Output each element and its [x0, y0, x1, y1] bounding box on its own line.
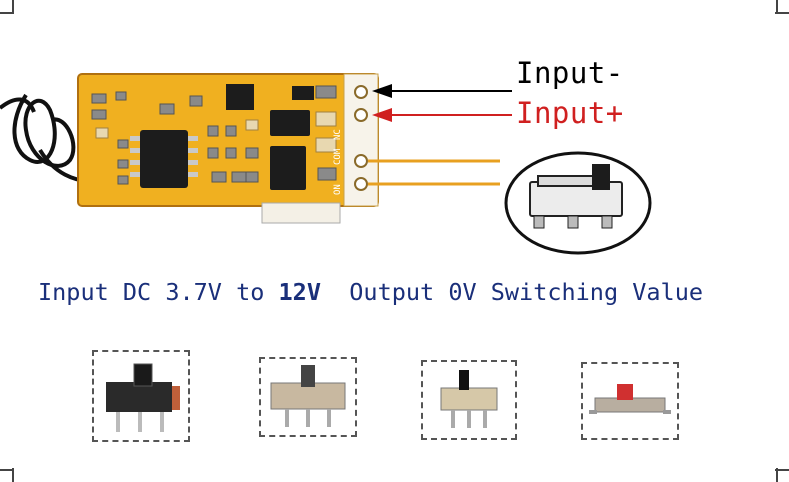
smd-components — [91, 85, 337, 185]
crop-mark-bottom-left-v — [12, 468, 14, 482]
ic-pins — [130, 136, 198, 177]
terminal-on — [354, 177, 368, 191]
switch-example-2 — [259, 357, 357, 437]
caption-input-range: Input DC 3.7V to — [38, 278, 279, 306]
arrow-input-minus — [372, 84, 512, 98]
pcb-tab — [261, 202, 341, 224]
silk-com: COM — [333, 148, 343, 165]
crop-mark-bottom-left-h — [0, 469, 14, 471]
crop-mark-top-left-h — [0, 12, 14, 14]
slide-switch-metal-icon — [270, 365, 346, 427]
ic-chip-8pin — [140, 130, 188, 188]
terminal-input-plus — [354, 108, 368, 122]
slide-switch-mini-icon — [440, 370, 498, 428]
slide-switch-oval — [504, 151, 652, 255]
crop-mark-top-right-h — [775, 12, 789, 14]
antenna-coil-icon — [0, 93, 91, 184]
label-input-plus: Input+ — [516, 96, 624, 130]
regulator-chip — [270, 146, 306, 190]
silk-nc: NC — [333, 129, 343, 140]
silk-on: ON — [333, 184, 343, 195]
transistor-top — [270, 110, 310, 136]
pcb-silkscreen: NC COM ON — [333, 129, 343, 195]
caption-voltage-max: 12V — [278, 278, 321, 306]
switch-example-3 — [421, 360, 517, 440]
switch-example-4 — [581, 362, 679, 440]
slide-switch-black-icon — [106, 363, 180, 432]
terminal-pads — [354, 85, 368, 191]
caption-output: Output 0V Switching Value — [320, 278, 703, 306]
terminal-input-minus — [354, 85, 368, 99]
crop-mark-top-right-v — [776, 0, 778, 14]
switch-example-1 — [92, 350, 190, 442]
crop-mark-bottom-right-v — [776, 468, 778, 482]
capacitors — [95, 111, 337, 153]
slide-switch-red-icon — [589, 384, 671, 414]
arrow-input-plus — [372, 108, 512, 122]
crop-mark-bottom-right-h — [775, 469, 789, 471]
crop-mark-top-left-v — [12, 0, 14, 14]
sot-chip — [226, 84, 254, 110]
label-input-minus: Input- — [516, 56, 624, 90]
terminal-com — [354, 154, 368, 168]
spec-caption: Input DC 3.7V to 12V Output 0V Switching… — [38, 278, 703, 306]
small-chip — [292, 86, 314, 100]
